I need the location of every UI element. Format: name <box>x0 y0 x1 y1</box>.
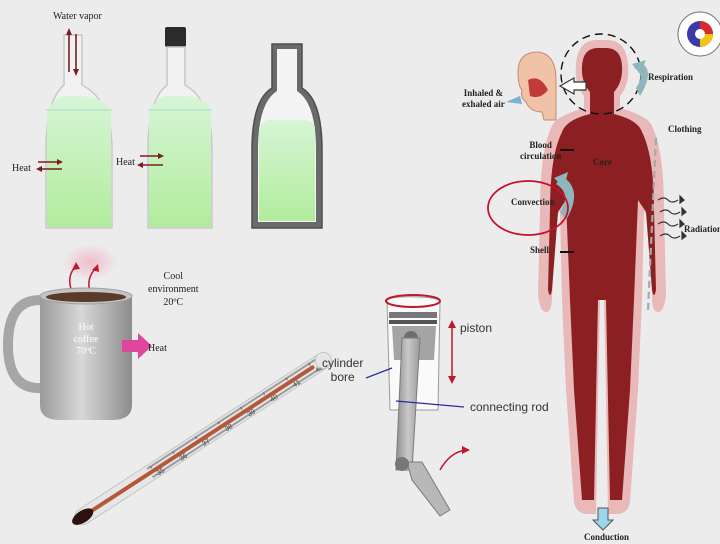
inhaled-line2: exhaled air <box>462 99 505 110</box>
environment-label: Cool environment 20ºC <box>148 270 199 309</box>
institute-logo <box>678 12 720 56</box>
insulated-bottle <box>252 44 322 228</box>
open-bottle-heat-label: Heat <box>12 163 31 174</box>
shell-label: Shell <box>530 245 549 255</box>
conduction-label: Conduction <box>584 532 629 542</box>
clothing-label: Clothing <box>668 124 702 134</box>
cylinder-label-line2: bore <box>322 370 363 384</box>
env-label-line2: environment <box>148 283 199 296</box>
convection-label: Convection <box>511 197 555 207</box>
blood-line2: circulation <box>520 151 561 162</box>
env-label-line1: Cool <box>148 270 199 283</box>
blood-circulation-label: Blood circulation <box>520 140 561 162</box>
open-bottle <box>46 35 112 228</box>
radiation-label: Radiation <box>684 224 720 234</box>
blood-line1: Blood <box>520 140 561 151</box>
mug-heat-label: Heat <box>148 343 167 354</box>
respiration-arrow <box>632 60 648 96</box>
inhaled-air-label: Inhaled & exhaled air <box>462 88 505 110</box>
cylinder-leader-line <box>366 368 392 378</box>
piston-label: piston <box>460 321 492 335</box>
inhaled-line1: Inhaled & <box>462 88 505 99</box>
crank-rotation-arrow <box>440 446 470 470</box>
env-label-line3: 20ºC <box>148 296 199 309</box>
cylinder-bore-label: cylinder bore <box>322 356 363 384</box>
connecting-rod-label: connecting rod <box>470 400 549 414</box>
mug-label-line2: coffee <box>66 334 106 346</box>
human-body <box>538 40 666 514</box>
mug-label: Hot coffee 70ºC <box>66 322 106 358</box>
head-profile <box>506 52 556 120</box>
closed-bottle <box>148 27 212 228</box>
piston-motion-arrow <box>448 320 456 384</box>
core-label: Core <box>593 157 612 167</box>
mug-label-line1: Hot <box>66 322 106 334</box>
bottle-cork <box>165 27 186 47</box>
respiration-label: Respiration <box>648 72 693 82</box>
cylinder-label-line1: cylinder <box>322 356 363 370</box>
closed-bottle-heat-label: Heat <box>116 157 135 168</box>
water-vapor-label: Water vapor <box>53 11 102 22</box>
mug-label-line3: 70ºC <box>66 346 106 358</box>
